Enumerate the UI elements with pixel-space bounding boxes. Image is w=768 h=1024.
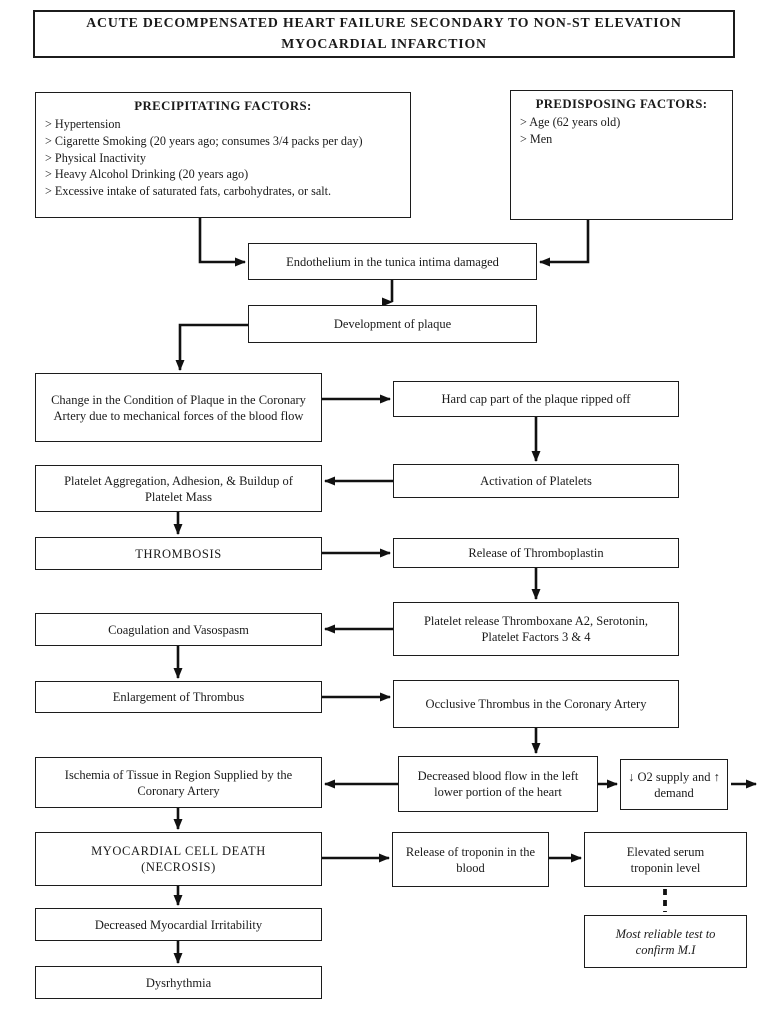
node-platelet-release-thromboxane: Platelet release Thromboxane A2, Seroton… — [393, 602, 679, 656]
node-ischemia-of-tissue: Ischemia of Tissue in Region Supplied by… — [35, 757, 322, 808]
node-myocardial-cell-death: MYOCARDIAL CELL DEATH (NECROSIS) — [35, 832, 322, 886]
node-dysrhythmia: Dysrhythmia — [35, 966, 322, 999]
node-elevated-serum-troponin: Elevated serum troponin level — [584, 832, 747, 887]
precipitating-factor-item: > Hypertension — [45, 117, 121, 131]
precipitating-factor-item: > Heavy Alcohol Drinking (20 years ago) — [45, 167, 249, 182]
node-enlargement-of-thrombus: Enlargement of Thrombus — [35, 681, 322, 713]
node-development-of-plaque: Development of plaque — [248, 305, 537, 343]
node-thrombosis: THROMBOSIS — [35, 537, 322, 570]
node-most-reliable-test: Most reliable test to confirm M.I — [584, 915, 747, 968]
precipitating-factor-item: > Physical Inactivity — [45, 150, 146, 165]
diagram-title: ACUTE DECOMPENSATED HEART FAILURE SECOND… — [33, 10, 735, 58]
node-activation-of-platelets: Activation of Platelets — [393, 464, 679, 498]
precipitating-factor-item: > Cigarette Smoking (20 years ago; consu… — [45, 133, 363, 148]
node-occlusive-thrombus: Occlusive Thrombus in the Coronary Arter… — [393, 680, 679, 728]
arrow-plaque-to-plaque-change — [175, 323, 248, 371]
predisposing-factors-heading: PREDISPOSING FACTORS: — [535, 97, 708, 111]
node-coagulation-and-vasospasm: Coagulation and Vasospasm — [35, 613, 322, 646]
precipitating-factors-box: PRECIPITATING FACTORS: > Hypertension > … — [35, 92, 411, 218]
precipitating-factor-item: > Excessive intake of saturated fats, ca… — [45, 184, 332, 199]
node-change-in-plaque-condition: Change in the Condition of Plaque in the… — [35, 373, 322, 442]
node-decreased-blood-flow: Decreased blood flow in the left lower p… — [398, 756, 598, 812]
node-platelet-aggregation: Platelet Aggregation, Adhesion, & Buildu… — [35, 465, 322, 512]
arrow-precipitating-to-endothelium — [198, 218, 246, 267]
predisposing-factors-box: PREDISPOSING FACTORS: > Age (62 years ol… — [510, 90, 733, 220]
predisposing-factor-item: > Age (62 years old) — [520, 115, 621, 129]
node-release-of-troponin: Release of troponin in the blood — [392, 832, 549, 887]
precipitating-factors-heading: PRECIPITATING FACTORS: — [134, 99, 312, 113]
arrow-predisposing-to-endothelium — [539, 220, 590, 267]
diagram-title-line1: ACUTE DECOMPENSATED HEART FAILURE SECOND… — [86, 15, 682, 31]
node-release-of-thromboplastin: Release of Thromboplastin — [393, 538, 679, 568]
diagram-title-line2: MYOCARDIAL INFARCTION — [281, 36, 487, 51]
node-o2-supply-demand: ↓ O2 supply and ↑ demand — [620, 759, 728, 810]
node-decreased-myocardial-irritability: Decreased Myocardial Irritability — [35, 908, 322, 941]
node-hard-cap-ripped-off: Hard cap part of the plaque ripped off — [393, 381, 679, 417]
node-endothelium-damaged: Endothelium in the tunica intima damaged — [248, 243, 537, 280]
predisposing-factor-item: > Men — [520, 131, 553, 146]
